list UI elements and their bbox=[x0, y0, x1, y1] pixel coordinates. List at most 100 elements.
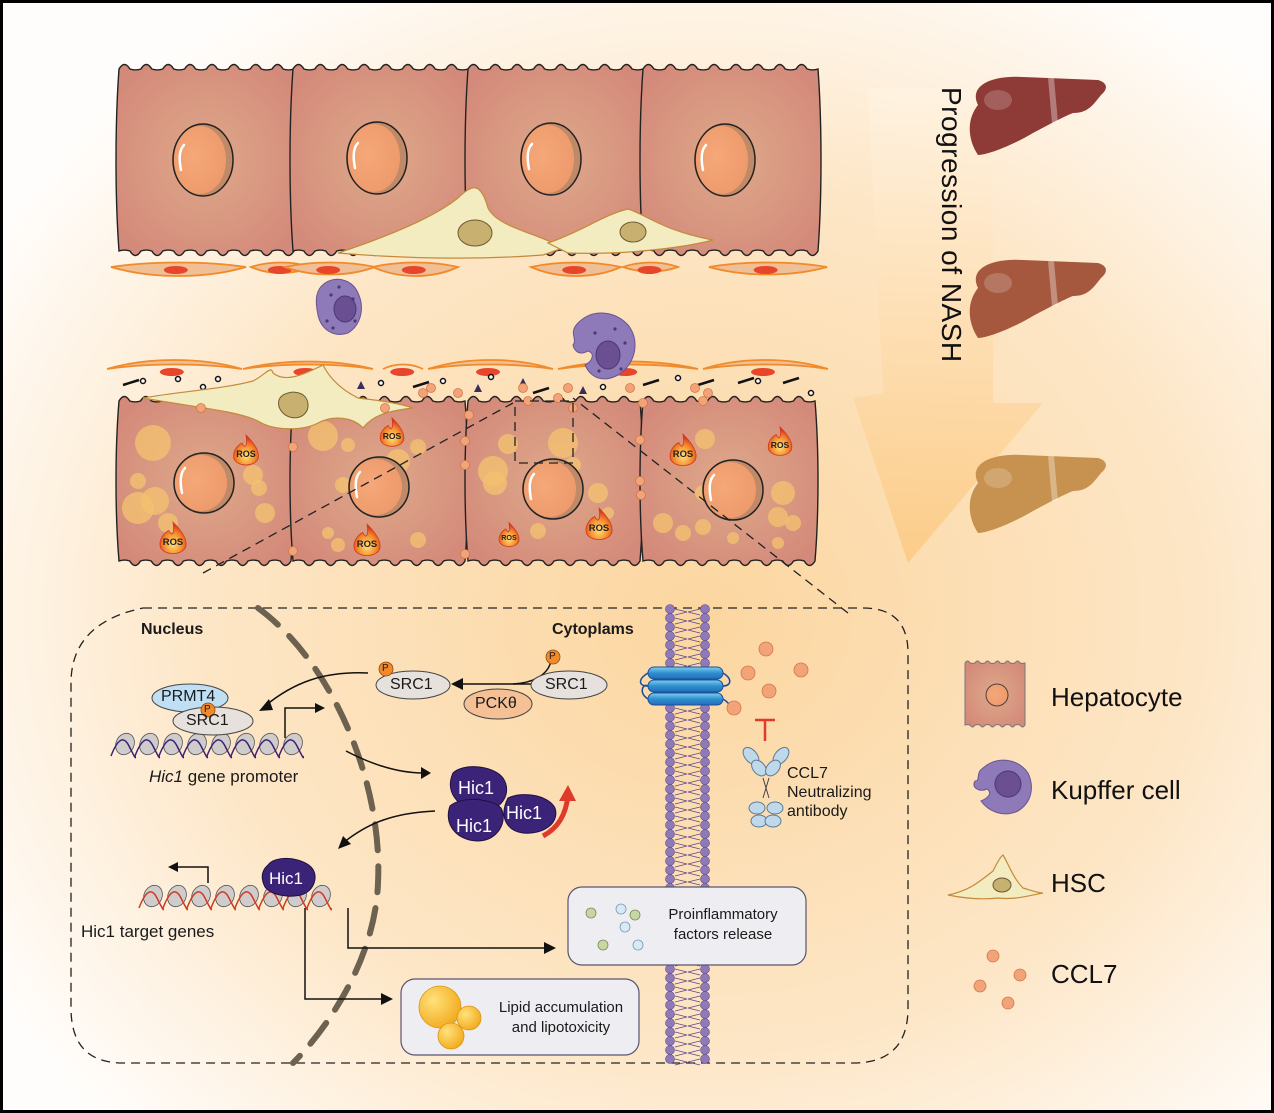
lipid-head bbox=[666, 1010, 675, 1019]
antibody-label-line: CCL7 bbox=[787, 764, 871, 783]
ccl7-particle bbox=[289, 443, 298, 452]
lipid-head bbox=[701, 830, 710, 839]
antibody-label: CCL7 Neutralizing antibody bbox=[787, 764, 871, 821]
lipid-head bbox=[666, 614, 675, 623]
lipid-head bbox=[666, 857, 675, 866]
endothelial-nucleus bbox=[637, 266, 661, 274]
ccl7-particle bbox=[197, 404, 206, 413]
endothelial-nucleus bbox=[160, 368, 184, 376]
lipid-head bbox=[666, 803, 675, 812]
debris-particle bbox=[141, 379, 146, 384]
endothelial-nucleus bbox=[751, 368, 775, 376]
ccl7-particle bbox=[289, 547, 298, 556]
lipid-head bbox=[701, 1019, 710, 1028]
lipid-droplet bbox=[483, 471, 507, 495]
lipid-head bbox=[701, 857, 710, 866]
legend-label-hepatocyte: Hepatocyte bbox=[1051, 682, 1183, 713]
lipid-head bbox=[666, 965, 675, 974]
legend-label-hsc: HSC bbox=[1051, 868, 1106, 899]
lipid-droplet bbox=[135, 425, 171, 461]
lipid-droplet bbox=[255, 503, 275, 523]
lipid-head bbox=[666, 605, 675, 614]
ros-label: ROS bbox=[501, 533, 517, 542]
lipid-head bbox=[701, 659, 710, 668]
lipid-droplet bbox=[331, 538, 345, 552]
ros-label: ROS bbox=[673, 449, 693, 460]
lipid-head bbox=[701, 767, 710, 776]
src1-cytoplasmic-label: SRC1 bbox=[545, 676, 588, 694]
nucleus-body bbox=[350, 459, 402, 515]
debris-particle bbox=[489, 375, 494, 380]
lipid-droplet bbox=[772, 537, 784, 549]
lipid-head bbox=[666, 1046, 675, 1055]
liver-highlight bbox=[984, 468, 1012, 488]
gene-suffix: gene promoter bbox=[183, 767, 298, 786]
outcome-label-line: and lipotoxicity bbox=[486, 1018, 636, 1038]
ros-label: ROS bbox=[383, 431, 402, 441]
pck-theta-label: PCKθ bbox=[475, 695, 517, 713]
lipid-head bbox=[701, 1046, 710, 1055]
liver-lobe-divider bbox=[1051, 261, 1055, 306]
lipid-head bbox=[666, 992, 675, 1001]
ros-label: ROS bbox=[357, 539, 377, 550]
lipid-head bbox=[701, 965, 710, 974]
lipid-droplet bbox=[588, 483, 608, 503]
lipid-head bbox=[666, 974, 675, 983]
lipid-head bbox=[666, 632, 675, 641]
debris-particle bbox=[201, 385, 206, 390]
lipid-head bbox=[701, 740, 710, 749]
ccl7-particle bbox=[636, 436, 645, 445]
lipid-head bbox=[701, 713, 710, 722]
lipid-droplet bbox=[771, 481, 795, 505]
lipid-head bbox=[701, 821, 710, 830]
hic1-label: Hic1 bbox=[456, 816, 492, 837]
liver-lobe-divider bbox=[1051, 456, 1055, 501]
lipid-head bbox=[666, 785, 675, 794]
lipid-droplet bbox=[727, 532, 739, 544]
lipid-droplet bbox=[322, 527, 334, 539]
lipid-head bbox=[666, 839, 675, 848]
ros-label: ROS bbox=[589, 523, 609, 534]
ccl7-particle bbox=[461, 550, 470, 559]
endothelial-nucleus bbox=[754, 266, 778, 274]
lipid-head bbox=[701, 794, 710, 803]
debris-particle bbox=[176, 377, 181, 382]
lipid-head bbox=[701, 848, 710, 857]
debris-particle bbox=[379, 381, 384, 386]
nucleus-body bbox=[696, 126, 748, 194]
lipid-head bbox=[701, 614, 710, 623]
lipid-droplet bbox=[410, 532, 426, 548]
lipid-droplet bbox=[130, 473, 146, 489]
lipid-head bbox=[701, 722, 710, 731]
lipid-head bbox=[666, 740, 675, 749]
ccl7-particle bbox=[636, 477, 645, 486]
lipid-head bbox=[666, 794, 675, 803]
lipid-head bbox=[701, 749, 710, 758]
lipid-head bbox=[666, 1037, 675, 1046]
lipid-head bbox=[666, 875, 675, 884]
ccl7-particle bbox=[637, 491, 646, 500]
lipid-head bbox=[701, 812, 710, 821]
lipid-head bbox=[701, 632, 710, 641]
liver-lobe-divider bbox=[1051, 78, 1055, 123]
ccl7-particle bbox=[691, 384, 700, 393]
lipid-droplet bbox=[695, 429, 715, 449]
endothelial-nucleus bbox=[164, 266, 188, 274]
lipid-head bbox=[666, 722, 675, 731]
ros-label: ROS bbox=[236, 449, 256, 459]
liver-highlight bbox=[984, 90, 1012, 110]
lipid-droplet bbox=[785, 515, 801, 531]
ccl7-particle bbox=[381, 404, 390, 413]
ros-label: ROS bbox=[771, 440, 790, 450]
gene-name: Hic1 bbox=[149, 767, 183, 786]
lipid-head bbox=[666, 650, 675, 659]
lipid-head bbox=[666, 713, 675, 722]
lipid-head bbox=[666, 1001, 675, 1010]
lipid-head bbox=[701, 641, 710, 650]
lipid-head bbox=[666, 821, 675, 830]
lipid-droplet bbox=[530, 523, 546, 539]
antibody-label-line: Neutralizing bbox=[787, 783, 871, 802]
lipid-head bbox=[701, 974, 710, 983]
cytoplasm-label: Cytoplams bbox=[552, 621, 634, 639]
